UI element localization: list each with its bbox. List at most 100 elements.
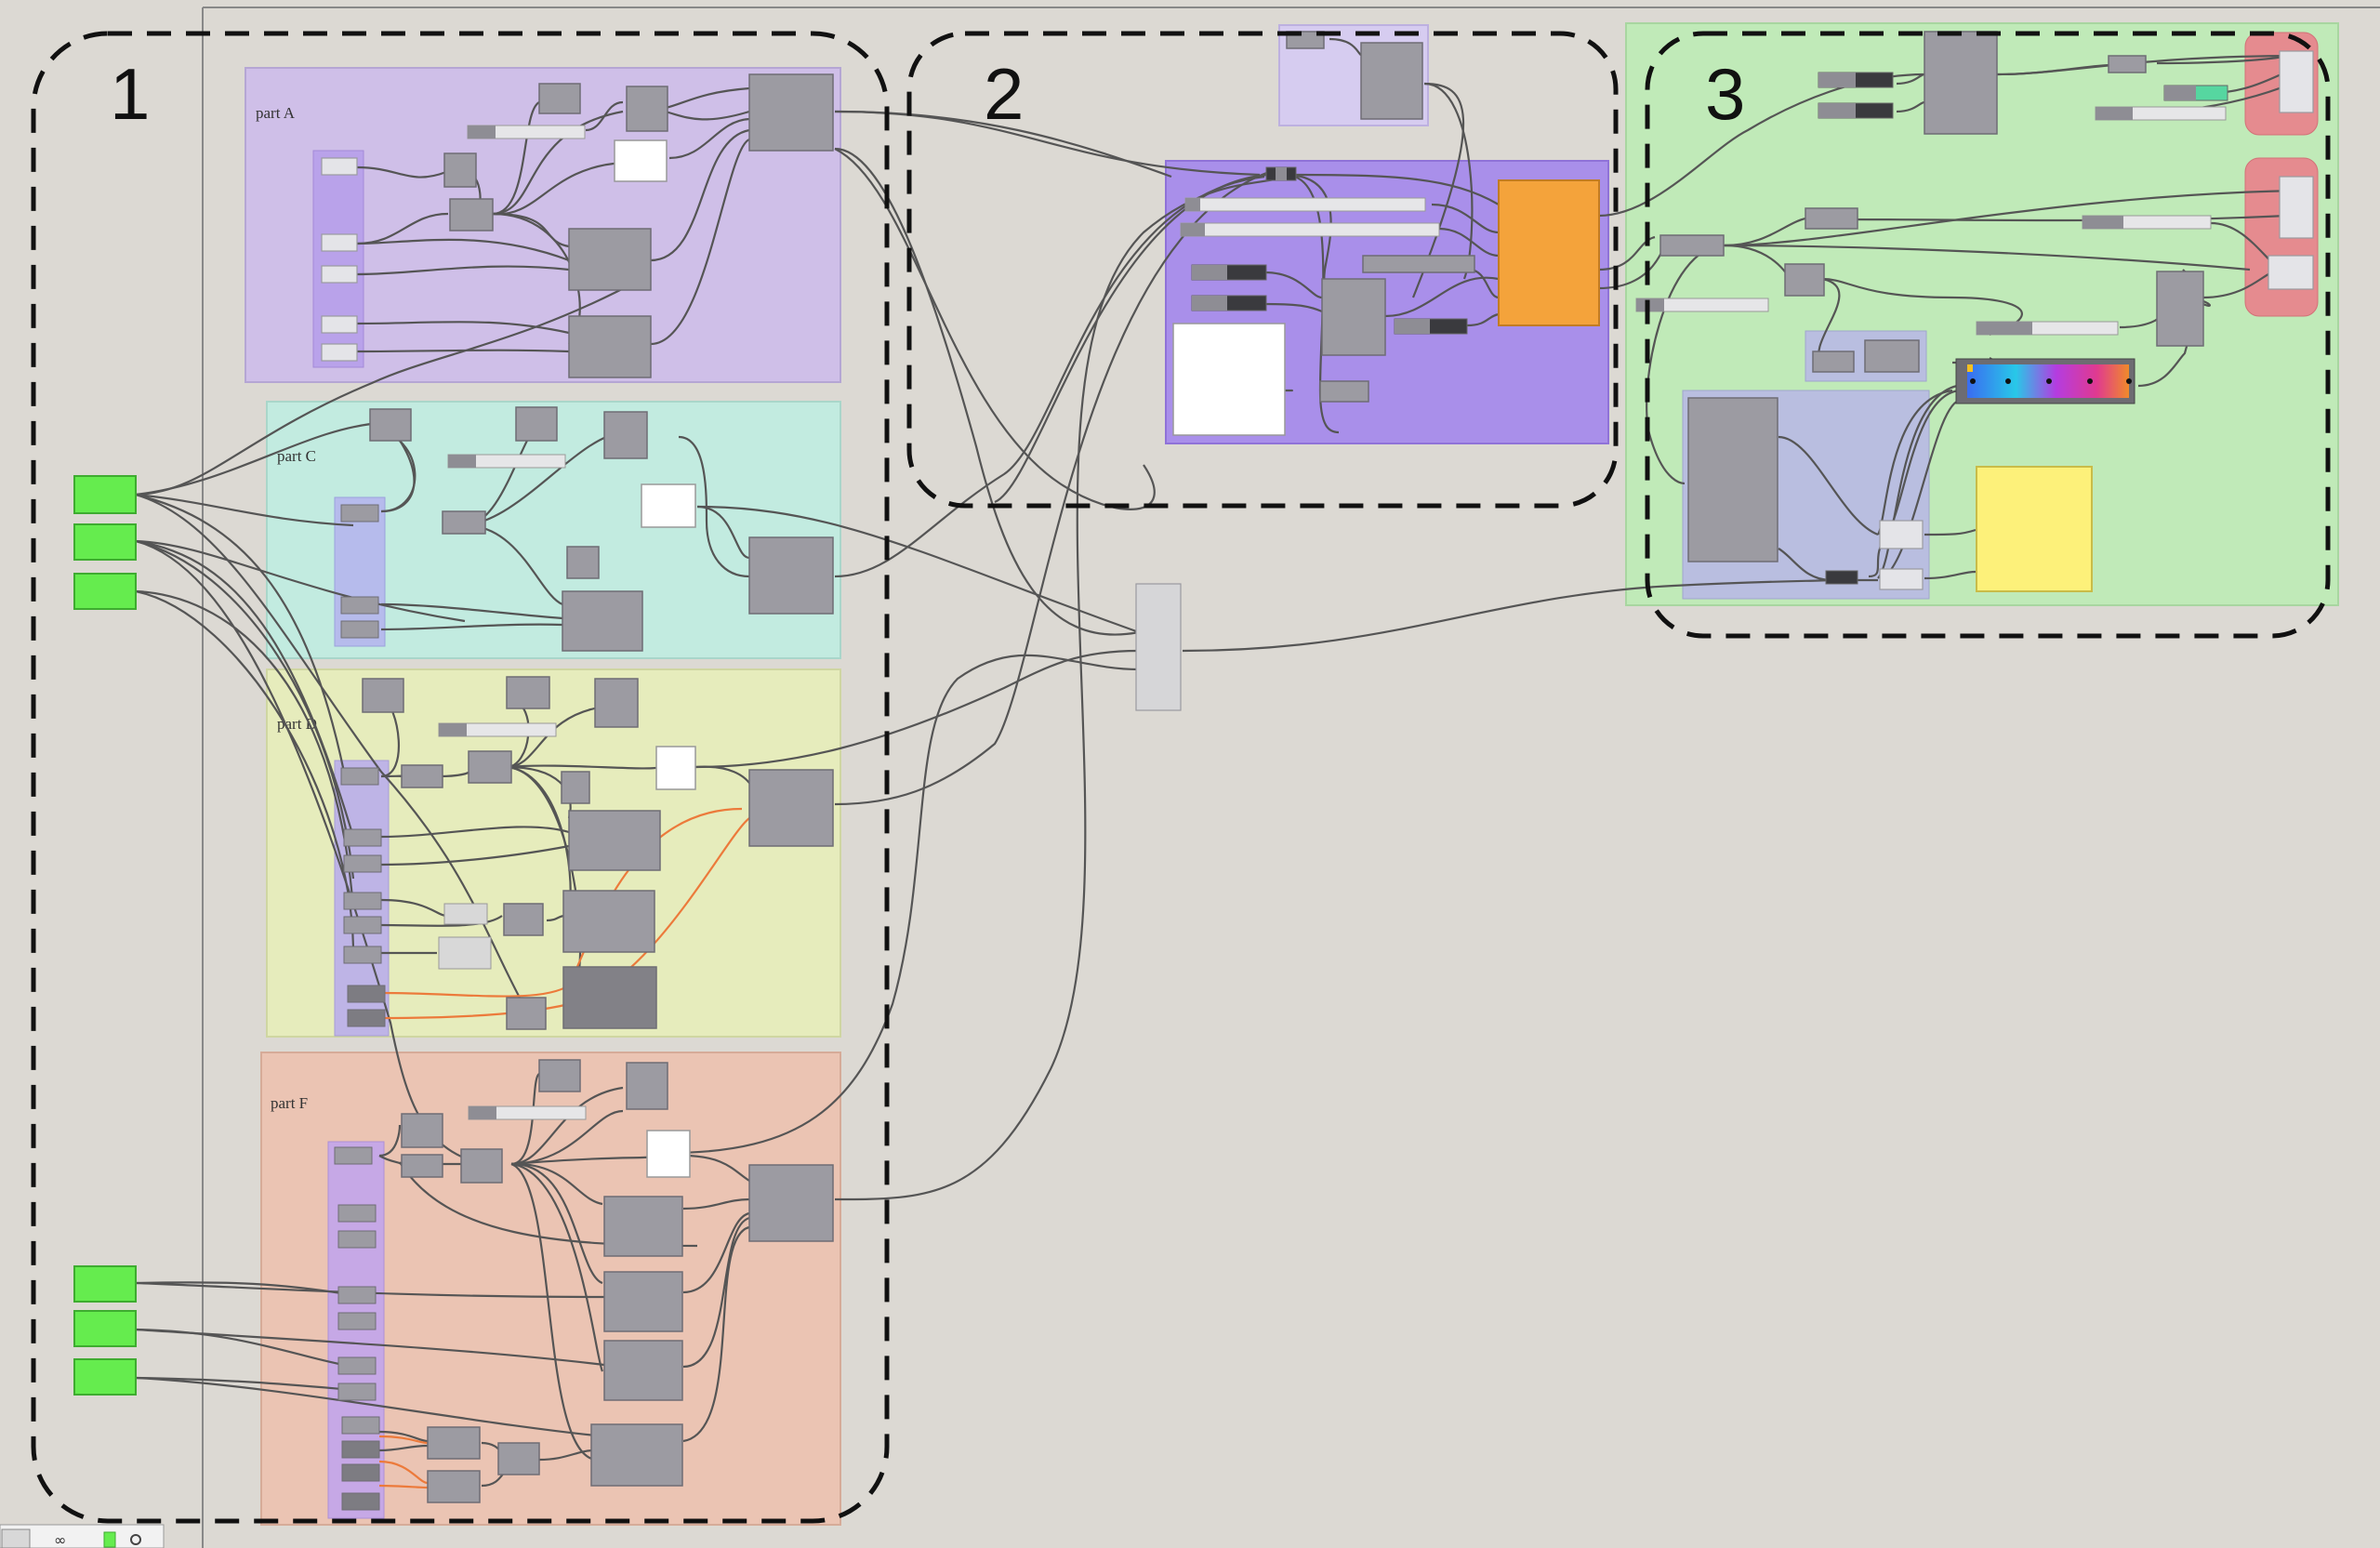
input-node[interactable]: [73, 1358, 137, 1396]
param-node[interactable]: [321, 157, 358, 176]
param-node[interactable]: [321, 265, 358, 284]
component-node[interactable]: [568, 315, 652, 378]
input-node[interactable]: [73, 1265, 137, 1303]
preview-panel[interactable]: [646, 1130, 691, 1178]
slider[interactable]: [467, 125, 586, 139]
slider[interactable]: [447, 454, 566, 469]
input-node[interactable]: [73, 1310, 137, 1347]
color-swatch-node[interactable]: [1976, 466, 2093, 592]
lock-icon[interactable]: [130, 1534, 141, 1545]
preview-panel[interactable]: [614, 139, 668, 182]
component-node[interactable]: [1687, 397, 1778, 562]
component-node[interactable]: [506, 997, 547, 1030]
sliders[interactable]: [438, 72, 2228, 1120]
component-node[interactable]: [1864, 339, 1920, 373]
component-node[interactable]: [449, 198, 494, 232]
gradient-node[interactable]: [1955, 358, 2135, 404]
component-node[interactable]: [594, 678, 639, 728]
param-node[interactable]: [2279, 50, 2314, 113]
component-node[interactable]: [515, 406, 558, 442]
param-node[interactable]: [1879, 520, 1924, 549]
preview-panel[interactable]: [1172, 323, 1286, 436]
component-node[interactable]: [626, 1062, 668, 1110]
component-node[interactable]: [401, 1154, 443, 1178]
param-node[interactable]: [321, 233, 358, 252]
component-node[interactable]: [2108, 55, 2147, 73]
input-nodes[interactable]: [73, 475, 137, 1396]
input-node[interactable]: [73, 523, 137, 561]
component-node[interactable]: [1321, 278, 1386, 356]
component-node[interactable]: [2156, 271, 2204, 347]
canvas-toolbar[interactable]: ∞: [0, 1524, 165, 1548]
output-node[interactable]: [1498, 179, 1600, 326]
toggle-node[interactable]: [438, 936, 492, 970]
green-preview-icon[interactable]: [103, 1531, 116, 1548]
component-node[interactable]: [603, 1340, 683, 1401]
component-node[interactable]: [369, 408, 412, 442]
component-node[interactable]: [506, 676, 550, 709]
component-node[interactable]: [362, 678, 404, 713]
merge-node[interactable]: [1135, 583, 1182, 711]
slider[interactable]: [438, 722, 557, 737]
slider[interactable]: [2095, 106, 2227, 121]
slider[interactable]: [1191, 264, 1267, 281]
slider[interactable]: [2082, 215, 2212, 230]
component-node[interactable]: [401, 764, 443, 788]
component-node[interactable]: [748, 1164, 834, 1242]
component-node[interactable]: [562, 890, 655, 953]
component-node[interactable]: [427, 1426, 481, 1460]
component-node[interactable]: [1924, 31, 1998, 135]
param-node[interactable]: [321, 315, 358, 334]
component-node[interactable]: [566, 546, 600, 579]
toggle-node[interactable]: [443, 903, 488, 925]
slider[interactable]: [1265, 166, 1297, 181]
slider[interactable]: [1818, 102, 1894, 119]
component-node[interactable]: [748, 536, 834, 615]
param-node[interactable]: [2279, 176, 2314, 239]
slider[interactable]: [1184, 197, 1426, 212]
component-node[interactable]: [497, 1442, 540, 1475]
component-node[interactable]: [562, 590, 643, 652]
slider[interactable]: [1976, 321, 2119, 336]
component-node[interactable]: [468, 750, 512, 784]
component-node[interactable]: [603, 1271, 683, 1332]
component-node[interactable]: [568, 810, 661, 871]
param-node[interactable]: [1879, 568, 1924, 590]
component-node[interactable]: [401, 1113, 443, 1148]
slider[interactable]: [1180, 222, 1440, 237]
component-node[interactable]: [626, 86, 668, 132]
slider[interactable]: [1818, 72, 1894, 88]
component-node[interactable]: [748, 73, 834, 152]
input-node[interactable]: [73, 573, 137, 610]
group-part-c[interactable]: part C: [266, 401, 841, 659]
component-node[interactable]: [561, 771, 590, 804]
component-node[interactable]: [1805, 207, 1858, 230]
preview-panels[interactable]: [614, 139, 1286, 1178]
component-node[interactable]: [748, 769, 834, 847]
component-node[interactable]: [538, 1059, 581, 1092]
component-node[interactable]: [1812, 351, 1855, 373]
slider[interactable]: [1191, 295, 1267, 311]
component-nodes[interactable]: [362, 31, 2204, 1503]
component-node[interactable]: [590, 1423, 683, 1487]
component-node[interactable]: [603, 1196, 683, 1257]
component-node[interactable]: [568, 228, 652, 291]
component-node[interactable]: [503, 903, 544, 936]
slider[interactable]: [2163, 85, 2228, 101]
component-node[interactable]: [603, 411, 648, 459]
component-node[interactable]: [538, 83, 581, 114]
link-icon[interactable]: ∞: [54, 1531, 66, 1548]
component-node[interactable]: [1784, 263, 1825, 297]
preview-panel[interactable]: [641, 483, 696, 528]
slider[interactable]: [1394, 318, 1468, 335]
component-node[interactable]: [427, 1470, 481, 1503]
toolbar-button[interactable]: [1, 1528, 31, 1548]
component-node[interactable]: [442, 510, 486, 535]
slider[interactable]: [1825, 570, 1858, 585]
slider[interactable]: [468, 1105, 587, 1120]
param-node[interactable]: [321, 343, 358, 362]
param-node[interactable]: [2268, 255, 2314, 290]
component-node[interactable]: [1360, 42, 1423, 120]
component-node[interactable]: [1659, 234, 1725, 257]
